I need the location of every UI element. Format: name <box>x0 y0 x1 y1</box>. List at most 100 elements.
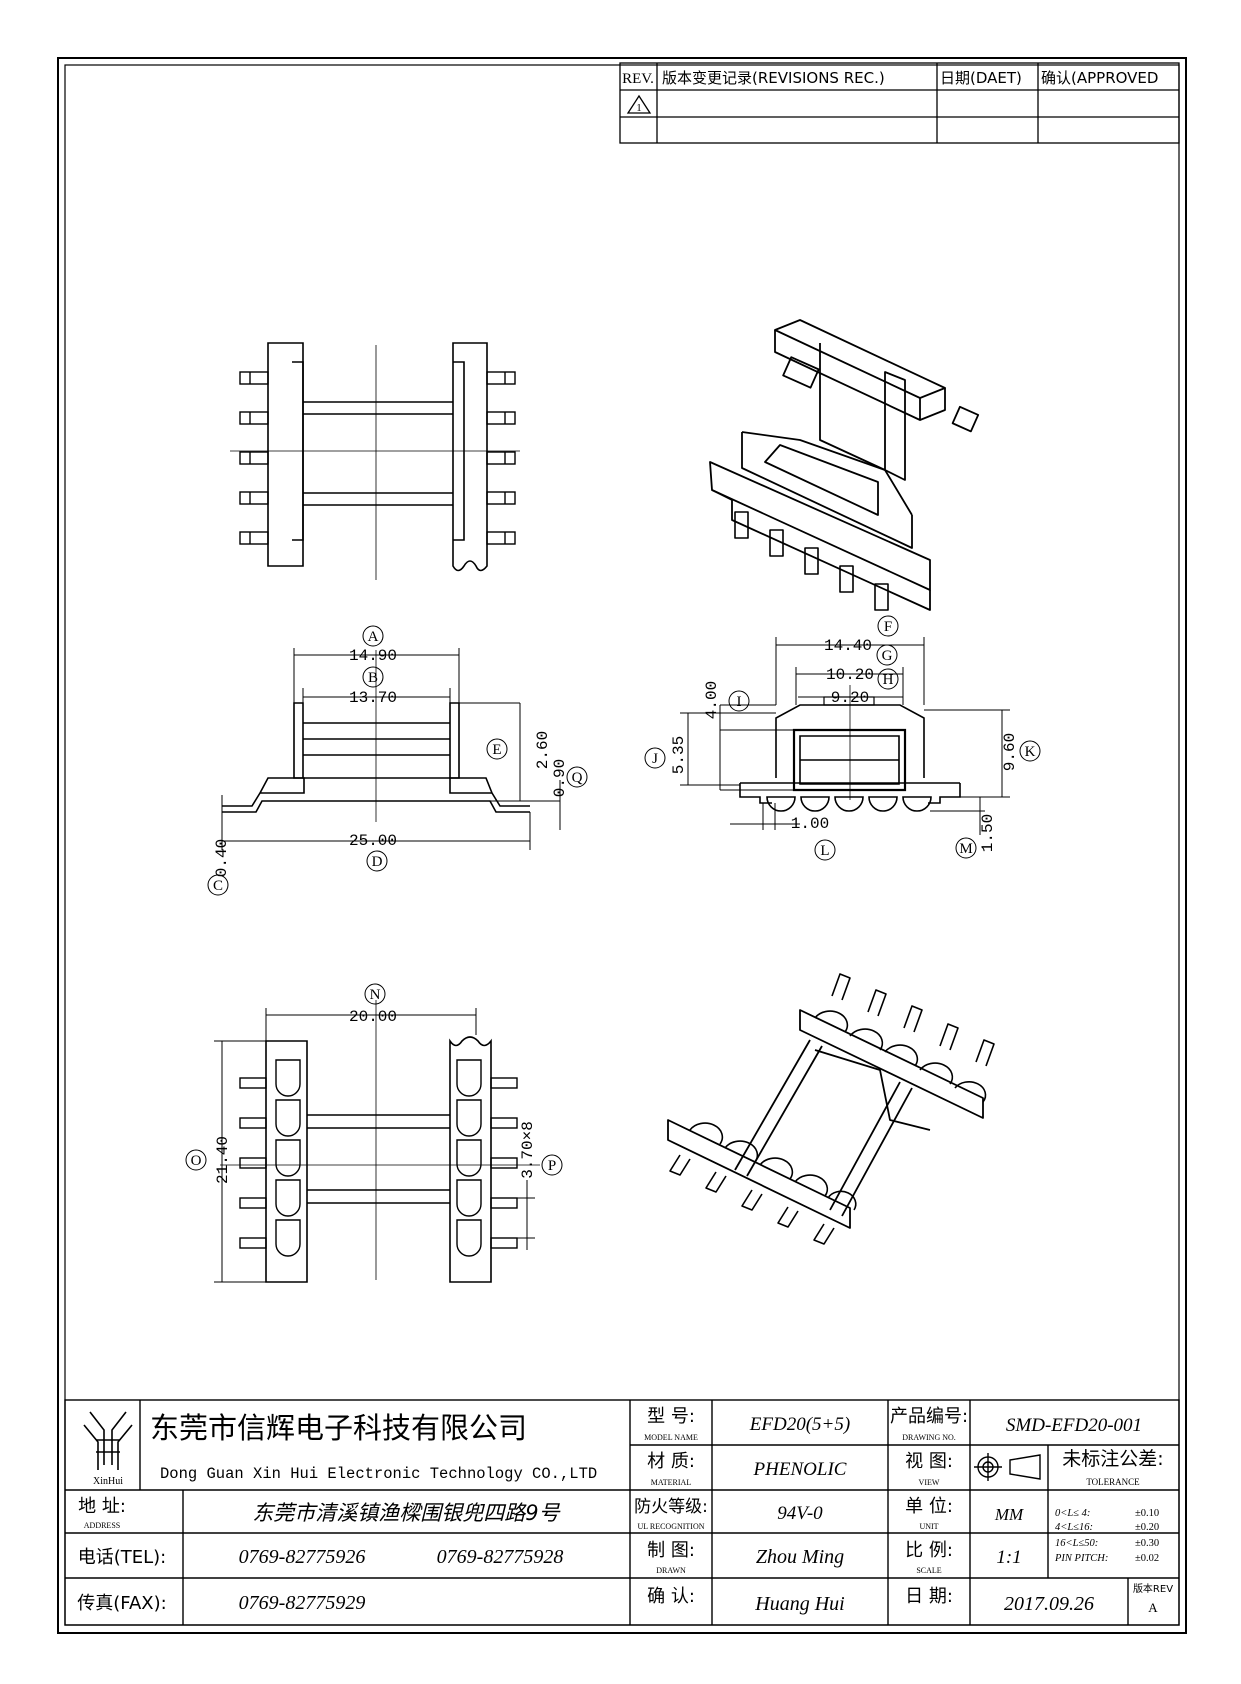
tolerance-label-en: TOLERANCE <box>1086 1477 1140 1487</box>
front-view-drawing <box>222 650 530 822</box>
approved-value: Huang Hui <box>754 1593 844 1615</box>
rev-header: REV. <box>622 71 654 87</box>
inner-border <box>64 64 1180 1626</box>
drawing-no-label-en: DRAWING NO. <box>902 1433 956 1442</box>
callout-o: O <box>185 1149 207 1171</box>
dim-k-value: 9.60 <box>1001 733 1019 771</box>
model-label-en: MODEL NAME <box>644 1433 698 1442</box>
callout-k: K <box>1019 740 1041 762</box>
fax-value: 0769-82775929 <box>239 1592 366 1614</box>
dim-m-value: 1.50 <box>979 814 997 852</box>
tolerance-value: ±0.20 <box>1135 1522 1159 1533</box>
revision-triangle-icon: 1 <box>626 94 652 114</box>
callout-e: E <box>486 738 508 760</box>
callout-l: L <box>814 839 836 861</box>
drawn-label-en: DRAWN <box>656 1566 686 1575</box>
svg-text:N: N <box>370 987 381 1003</box>
dim-l-value: 1.00 <box>791 815 829 833</box>
material-label-en: MATERIAL <box>651 1478 692 1487</box>
svg-text:O: O <box>191 1153 202 1169</box>
bottom-view-drawing <box>220 1000 540 1283</box>
side-view-dimensions <box>680 637 1010 835</box>
address-value: 东莞市清溪镇渔樑围银兜四路9号 <box>252 1501 560 1525</box>
dim-a-value: 14.90 <box>349 647 397 665</box>
tolerance-value: ±0.10 <box>1135 1508 1159 1519</box>
svg-text:L: L <box>820 843 829 859</box>
rev-label: 版本REV <box>1133 1582 1173 1595</box>
dim-c-value: 0.40 <box>213 839 231 877</box>
material-label: 材 质: <box>647 1451 695 1472</box>
dim-f-value: 14.40 <box>824 637 872 655</box>
svg-text:K: K <box>1025 744 1036 760</box>
flame-label-en: UL RECOGNITION <box>637 1522 704 1531</box>
svg-text:A: A <box>368 629 379 645</box>
dimension-labels: 14.90 13.70 25.00 2.60 0.90 0.40 14.40 1… <box>213 637 1019 1184</box>
model-value: EFD20(5+5) <box>749 1414 850 1435</box>
svg-text:I: I <box>737 694 742 710</box>
approved-label: 确 认: <box>647 1586 695 1607</box>
unit-label: 单 位: <box>905 1496 953 1517</box>
callout-d: D <box>366 850 388 872</box>
address-label: 地 址: <box>78 1496 126 1517</box>
dim-g-value: 10.20 <box>826 666 874 684</box>
dim-q-value: 0.90 <box>551 759 569 797</box>
drawn-label: 制 图: <box>647 1540 695 1561</box>
svg-text:1: 1 <box>636 102 642 114</box>
company-logo: XinHui <box>83 1411 133 1487</box>
material-value: PHENOLIC <box>753 1459 847 1480</box>
outer-border <box>57 57 1187 1634</box>
scale-label: 比 例: <box>905 1540 953 1561</box>
callout-a: A <box>362 625 384 647</box>
callout-m: M <box>955 837 977 859</box>
callout-i: I <box>728 690 750 712</box>
front-view-dimensions <box>221 648 561 850</box>
tolerance-label: 未标注公差: <box>1062 1448 1163 1470</box>
model-label: 型 号: <box>647 1406 695 1427</box>
svg-text:M: M <box>959 841 972 857</box>
side-view-drawing <box>739 685 961 812</box>
view-label-en: VIEW <box>919 1478 940 1487</box>
revisions-header: 版本变更记录(REVISIONS REC.) <box>662 69 885 87</box>
tel-value-2: 0769-82775928 <box>437 1546 564 1568</box>
svg-text:D: D <box>372 854 383 870</box>
callout-g: G <box>876 644 898 666</box>
approved-header: 确认(APPROVED <box>1041 69 1158 87</box>
tolerance-range: PIN PITCH: <box>1054 1553 1108 1564</box>
svg-text:P: P <box>548 1158 556 1174</box>
isometric-view-top <box>709 319 980 611</box>
callout-q: Q <box>566 766 588 788</box>
company-name-cn: 东莞市信辉电子科技有限公司 <box>150 1411 527 1445</box>
svg-text:Q: Q <box>572 770 583 786</box>
projection-symbol-icon <box>974 1453 1041 1481</box>
callout-f: F <box>877 615 899 637</box>
bottom-view-dimensions <box>214 1008 535 1283</box>
tolerance-range: 16<L≤50: <box>1055 1538 1098 1549</box>
date-label: 日 期: <box>905 1586 953 1607</box>
rev-value: A <box>1148 1600 1158 1615</box>
date-value: 2017.09.26 <box>1004 1593 1094 1615</box>
flame-label: 防火等级: <box>634 1497 708 1517</box>
svg-text:G: G <box>882 648 893 664</box>
tolerance-value: ±0.02 <box>1135 1553 1159 1564</box>
unit-value: MM <box>994 1505 1024 1524</box>
callout-j: J <box>644 747 666 769</box>
isometric-view-bottom <box>667 973 995 1245</box>
revision-block: REV. 版本变更记录(REVISIONS REC.) 日期(DAET) 确认(… <box>619 62 1180 144</box>
scale-value: 1:1 <box>996 1547 1021 1568</box>
dim-h-value: 9.20 <box>831 689 869 707</box>
dim-e-value: 2.60 <box>534 731 552 769</box>
tel-label: 电话(TEL): <box>78 1547 167 1568</box>
dim-d-value: 25.00 <box>349 832 397 850</box>
drawing-no-value: SMD-EFD20-001 <box>1006 1415 1142 1436</box>
logo-text: XinHui <box>93 1476 123 1487</box>
tolerance-range: 4<L≤16: <box>1055 1522 1093 1533</box>
callout-b: B <box>362 666 384 688</box>
callout-n: N <box>364 983 386 1005</box>
company-name-en: Dong Guan Xin Hui Electronic Technology … <box>160 1465 597 1483</box>
unit-label-en: UNIT <box>919 1522 938 1531</box>
drawing-no-label: 产品编号: <box>890 1406 968 1427</box>
svg-text:C: C <box>213 878 223 894</box>
title-block: XinHui 东莞市信辉电子科技有限公司 Dong Guan Xin Hui E… <box>64 1399 1180 1626</box>
dimension-callouts: A B C D E Q F G H I J K L M N O P <box>185 615 1041 1176</box>
